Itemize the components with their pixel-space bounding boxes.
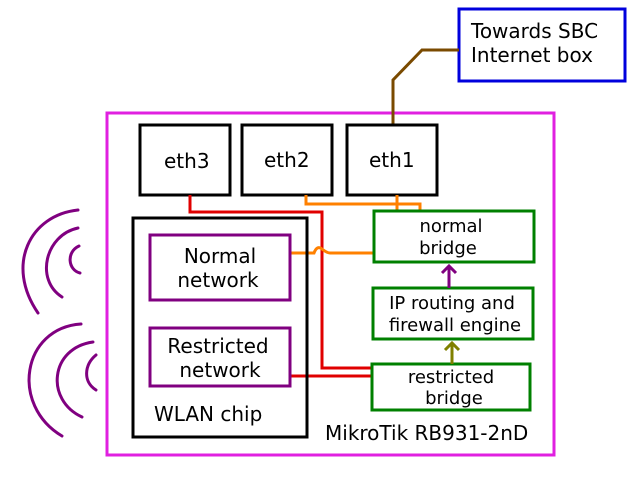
port-eth2 — [240, 123, 334, 197]
uplink-line — [391, 48, 459, 125]
external-label-line1: Towards SBC — [470, 19, 598, 43]
restricted-bridge-line1: restricted — [408, 367, 494, 388]
restricted-bridge-to-engine-arrow — [443, 340, 461, 364]
external-box — [457, 7, 627, 83]
device-enclosure — [105, 111, 556, 457]
normal-network-to-bridge-line — [290, 246, 374, 255]
wlan-chip-box — [131, 216, 309, 439]
port-eth3-label: eth3 — [164, 149, 210, 173]
normal-bridge-line1: normal — [419, 216, 482, 237]
routing-engine-line2: firewall engine — [389, 315, 521, 336]
restricted-bridge-line2: bridge — [425, 388, 483, 409]
restricted-network-line2: network — [179, 358, 261, 382]
normal-network-box — [148, 233, 292, 302]
normal-bridge-line2: bridge — [419, 238, 477, 259]
routing-engine-line1: IP routing and — [389, 293, 515, 314]
port-eth1-label: eth1 — [369, 148, 415, 172]
wlan-chip-label: WLAN chip — [154, 402, 262, 426]
external-label-line2: Internet box — [471, 43, 593, 67]
normal-bridge-box — [372, 209, 536, 264]
routing-engine-box — [371, 286, 535, 341]
normal-network-line2: network — [177, 268, 259, 292]
wifi-signal-icon — [21, 208, 98, 438]
normal-network-line1: Normal — [184, 244, 256, 268]
port-eth1 — [345, 123, 439, 197]
eth2-to-normal-bridge-line — [304, 195, 422, 211]
port-eth2-label: eth2 — [264, 148, 310, 172]
eth3-to-restricted-bridge-line — [188, 195, 372, 370]
engine-to-normal-bridge-arrow — [440, 263, 458, 288]
restricted-network-line1: Restricted — [167, 334, 268, 358]
port-eth3 — [138, 123, 232, 197]
restricted-network-box — [148, 326, 292, 388]
device-label: MikroTik RB931-2nD — [325, 421, 528, 445]
